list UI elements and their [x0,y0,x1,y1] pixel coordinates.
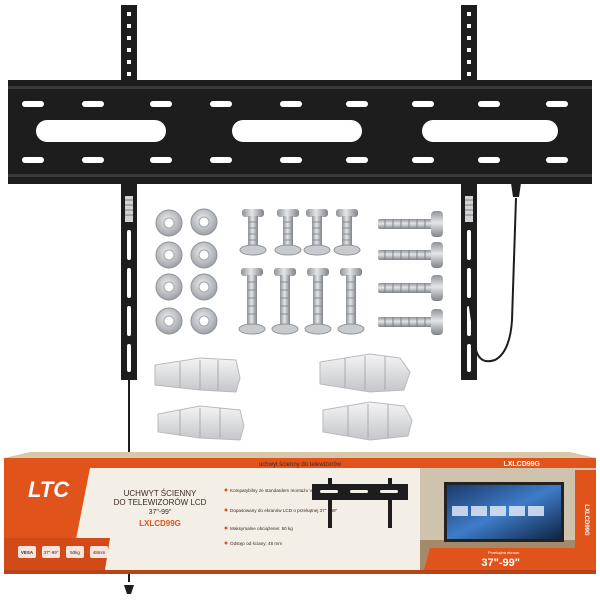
feature-list: Kompatybilny ze standardem montażu VESA:… [224,488,365,546]
size-range: 37"-99" [481,557,520,569]
side-model-label: LXLCD99G [583,504,589,536]
wall-anchors [154,353,413,441]
brand-logo: LTC [28,477,70,502]
size-caption: Przekątna ekranu [488,550,519,555]
vertical-bolts [238,209,365,335]
badge-vesa: VESA [21,550,34,555]
box-title-line3: 37"-99" [149,509,172,516]
top-strip-text: uchwyt ścienny do telewizorów [259,462,342,468]
badge-load: 50kg [70,550,80,555]
badge-distance: 48mm [93,550,106,555]
feature-item: Odstęp od ściany: 48 mm [230,541,282,546]
product-box: uchwyt ścienny do telewizorów LXLCD99G L… [4,452,596,574]
tv-wall-bracket [8,5,592,594]
feature-badges: VESA 37"-99" 50kg 48mm [18,546,108,558]
box-model: LXLCD99G [139,519,181,528]
top-model-label: LXLCD99G [503,461,540,468]
release-cord-right [468,197,517,363]
badge-size: 37"-99" [44,550,59,555]
washers [155,208,218,335]
feature-item: Maksymalne obciążenie: 50 kg [230,526,293,531]
bracket-illustration [312,478,408,528]
lag-screws [378,211,443,335]
box-title-line2: DO TELEWIZORÓW LCD [114,498,207,507]
feature-item: Dopasowany do ekranów LCD o przekątnej 3… [230,508,338,513]
feature-item: Kompatybilny ze standardem montażu VESA:… [230,488,365,493]
box-title-line1: UCHWYT ŚCIENNY [124,489,197,498]
